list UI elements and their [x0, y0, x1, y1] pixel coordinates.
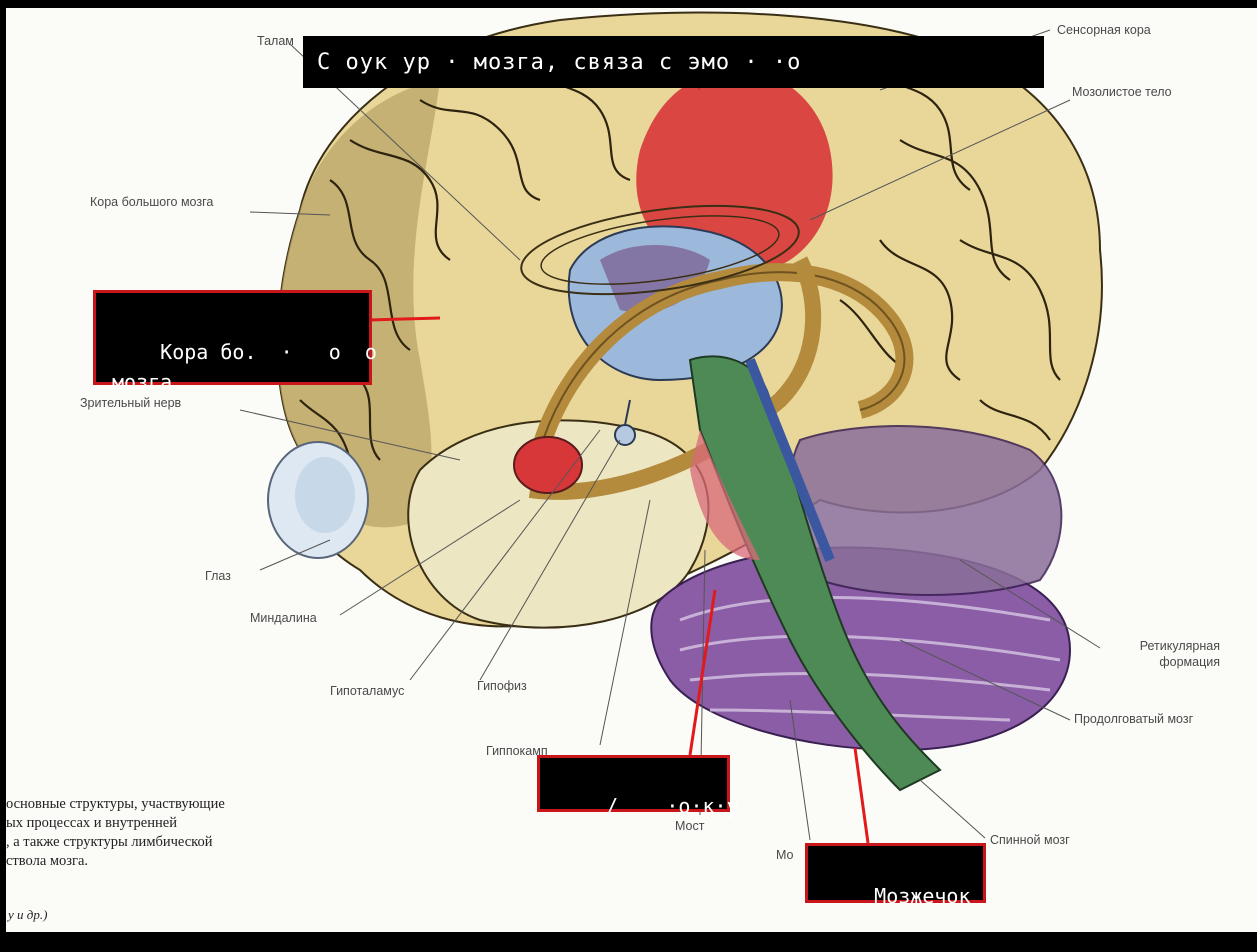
label-spinal-cord: Спинной мозг	[990, 832, 1070, 848]
overlay-box-cortex: Кора бо. · о о мозга	[93, 290, 372, 385]
book-line-4: ствола мозга.	[6, 852, 225, 871]
book-line-3: , а также структуры лимбической	[6, 833, 225, 852]
label-medulla-text: Продолговатый мозг	[1074, 712, 1193, 726]
label-pituitary: Гипофиз	[477, 678, 527, 694]
label-pons: Мост	[675, 818, 704, 834]
label-medulla-partial: Мо	[776, 847, 794, 863]
book-line-1: основные структуры, участвующие	[6, 795, 225, 814]
label-eye: Глаз	[205, 568, 231, 584]
label-reticular-formation: Ретикулярная формация	[1110, 638, 1220, 670]
label-cortex: Кора большого мозга	[90, 194, 250, 210]
label-hypothalamus: Гипоталамус	[330, 683, 404, 699]
overlay-box-middle: / ·о·к·у	[537, 755, 730, 812]
label-corpus-callosum: Мозолистое тело	[1072, 84, 1172, 100]
left-frame-edge	[0, 0, 6, 952]
label-sensory-cortex: Сенсорная кора	[1057, 22, 1151, 38]
label-reticular-formation-text: Ретикулярная формация	[1140, 639, 1220, 669]
overlay-middle-text: / ·о·к·у	[606, 794, 738, 818]
amygdala	[514, 437, 582, 493]
overlay-box-cerebellum: Мозжечок	[805, 843, 986, 903]
label-thalamus: Талам	[257, 33, 294, 49]
pituitary	[615, 425, 635, 445]
book-line-2: ых процессах и внутренней	[6, 814, 225, 833]
title-overlay: С оук ур · мозга, связа с эмо · ·о	[303, 36, 1044, 88]
label-cortex-text: Кора большого мозга	[90, 195, 213, 209]
book-caption: основные структуры, участвующие ых проце…	[6, 795, 225, 871]
book-reference: у и др.)	[8, 907, 47, 923]
label-medulla: Продолговатый мозг	[1074, 711, 1214, 727]
label-amygdala: Миндалина	[250, 610, 317, 626]
overlay-cerebellum-text: Мозжечок	[874, 884, 970, 908]
bottom-frame-bar	[0, 932, 1257, 952]
title-text: С оук ур · мозга, связа с эмо · ·о	[317, 50, 801, 75]
